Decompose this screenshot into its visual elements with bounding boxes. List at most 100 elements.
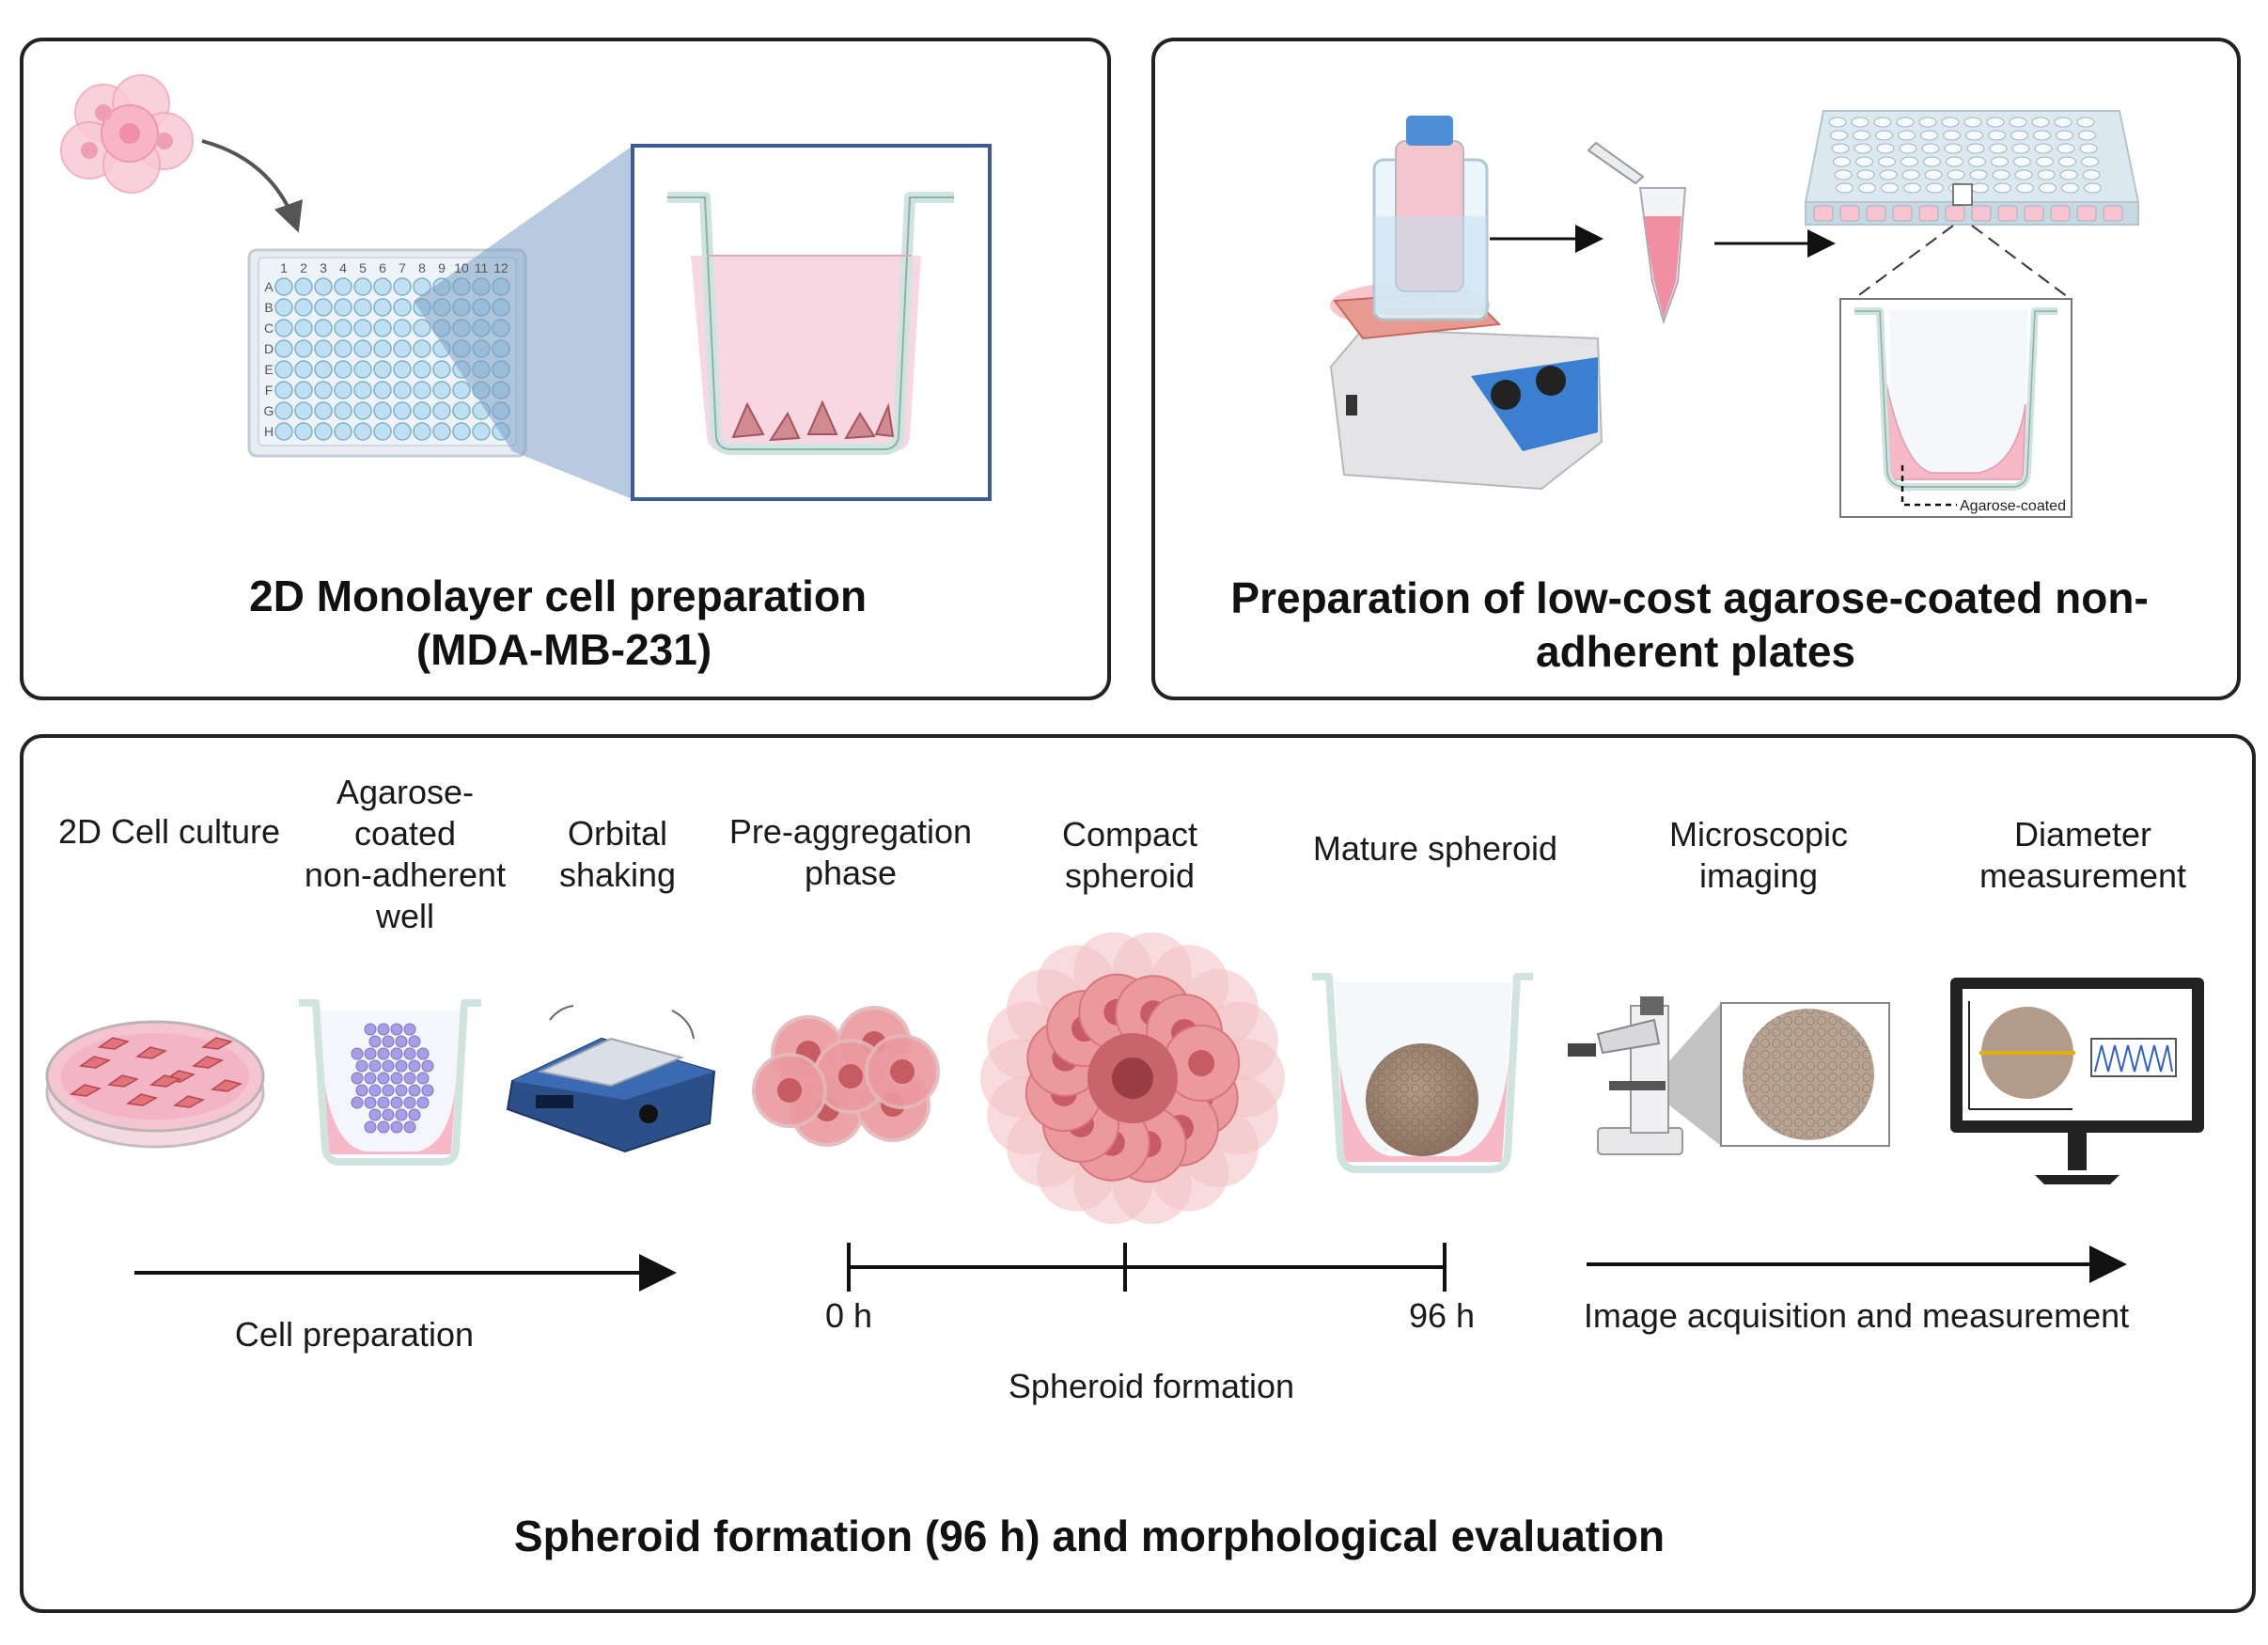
cell bbox=[395, 1059, 408, 1073]
well-with-medium-icon bbox=[667, 192, 954, 455]
plate-well bbox=[393, 360, 412, 379]
plate-well bbox=[334, 277, 352, 296]
plate-well bbox=[334, 298, 352, 317]
cell bbox=[416, 1072, 430, 1085]
cell bbox=[395, 1035, 408, 1048]
plate-well bbox=[314, 277, 333, 296]
plate-well bbox=[1854, 143, 1872, 154]
plate-well bbox=[393, 298, 412, 317]
plate-well bbox=[2078, 130, 2096, 141]
plate-well bbox=[2059, 169, 2078, 180]
plate-well bbox=[1943, 130, 1961, 141]
plate-well bbox=[413, 319, 431, 337]
plate-column-label: 3 bbox=[320, 260, 327, 275]
plate-well bbox=[1853, 130, 1870, 141]
plate-well bbox=[1901, 169, 1920, 180]
cell-preparation-label: Cell preparation bbox=[235, 1315, 474, 1354]
plate-well bbox=[294, 277, 313, 296]
plate-well bbox=[1813, 205, 1834, 222]
cell bbox=[390, 1072, 403, 1085]
plate-well bbox=[413, 401, 431, 420]
plate-well bbox=[314, 401, 333, 420]
plate-well bbox=[1879, 169, 1898, 180]
cell bbox=[364, 1023, 377, 1036]
orbital-shaker-icon bbox=[506, 1005, 716, 1153]
cell bbox=[395, 1108, 408, 1121]
step-label: 2D Cell culture bbox=[58, 812, 280, 851]
spheroid-formation-label: Spheroid formation bbox=[1009, 1367, 1294, 1405]
plate-well bbox=[393, 381, 412, 400]
plate-well bbox=[314, 298, 333, 317]
plate-well bbox=[294, 339, 313, 358]
plate-well bbox=[1945, 205, 1965, 222]
plate-well bbox=[353, 360, 372, 379]
cell bbox=[408, 1059, 421, 1073]
plate-well bbox=[2010, 130, 2028, 141]
plate-well bbox=[2076, 205, 2097, 222]
plate-well bbox=[1878, 156, 1896, 167]
plate-well bbox=[314, 422, 333, 441]
plate-well bbox=[1921, 143, 1940, 154]
cell bbox=[364, 1120, 377, 1134]
plate-well bbox=[274, 319, 293, 337]
plate-row-label: B bbox=[264, 300, 273, 315]
plate-well bbox=[413, 381, 431, 400]
agarose-coated-label: Agarose-coated bbox=[1960, 498, 2066, 514]
plate-well bbox=[413, 360, 431, 379]
cell bbox=[364, 1096, 377, 1109]
plate-well bbox=[2050, 205, 2071, 222]
panel-plate-preparation: Agarose-coated Preparation of low-cost a… bbox=[1151, 38, 2241, 700]
plate-well bbox=[1963, 117, 1982, 128]
mature-spheroid-well-icon bbox=[1312, 973, 1533, 1173]
cell-shape bbox=[201, 1037, 233, 1050]
plate-well bbox=[2013, 156, 2031, 167]
cell bbox=[403, 1096, 416, 1109]
cell bbox=[395, 1084, 408, 1097]
plate-row-label: D bbox=[264, 341, 274, 356]
cell-shape bbox=[211, 1079, 242, 1092]
plate-well bbox=[274, 401, 293, 420]
plate-well bbox=[373, 339, 392, 358]
cell bbox=[408, 1084, 421, 1097]
plate-well bbox=[2037, 169, 2056, 180]
cell-nucleus bbox=[838, 1064, 863, 1089]
plate-well bbox=[1946, 156, 1963, 167]
agarose-well-with-cells-icon bbox=[299, 999, 481, 1166]
cell bbox=[421, 1059, 434, 1073]
plate-well bbox=[2056, 130, 2073, 141]
step-label: Mature spheroid bbox=[1313, 829, 1557, 868]
plate-well bbox=[334, 381, 352, 400]
plate-well bbox=[373, 401, 392, 420]
plate-well bbox=[1994, 182, 2011, 194]
plate-well bbox=[1851, 117, 1869, 128]
cell bbox=[390, 1023, 403, 1036]
plate-well bbox=[294, 422, 313, 441]
plate-row-label: H bbox=[264, 424, 274, 439]
plate-well bbox=[1988, 130, 2006, 141]
cell bbox=[390, 1120, 403, 1134]
cell-shape bbox=[149, 1074, 181, 1088]
plate-well bbox=[1944, 143, 1963, 154]
plate-well bbox=[2033, 130, 2051, 141]
cell bbox=[364, 1072, 377, 1085]
cell bbox=[355, 1084, 368, 1097]
plate-well bbox=[274, 339, 293, 358]
cell bbox=[382, 1035, 395, 1048]
plate-well bbox=[1866, 205, 1886, 222]
plate-well bbox=[393, 319, 412, 337]
plate-well bbox=[1903, 182, 1921, 194]
plate-well bbox=[1918, 205, 1939, 222]
plate-well bbox=[2058, 156, 2076, 167]
plate-well bbox=[2061, 182, 2079, 194]
cell bbox=[377, 1047, 390, 1060]
plate-column-label: 11 bbox=[475, 260, 489, 275]
plate-column-label: 4 bbox=[339, 260, 347, 275]
plate-well bbox=[1997, 205, 2018, 222]
plate-column-label: 12 bbox=[493, 260, 508, 275]
plate-well bbox=[294, 381, 313, 400]
cell-shape bbox=[173, 1095, 205, 1108]
